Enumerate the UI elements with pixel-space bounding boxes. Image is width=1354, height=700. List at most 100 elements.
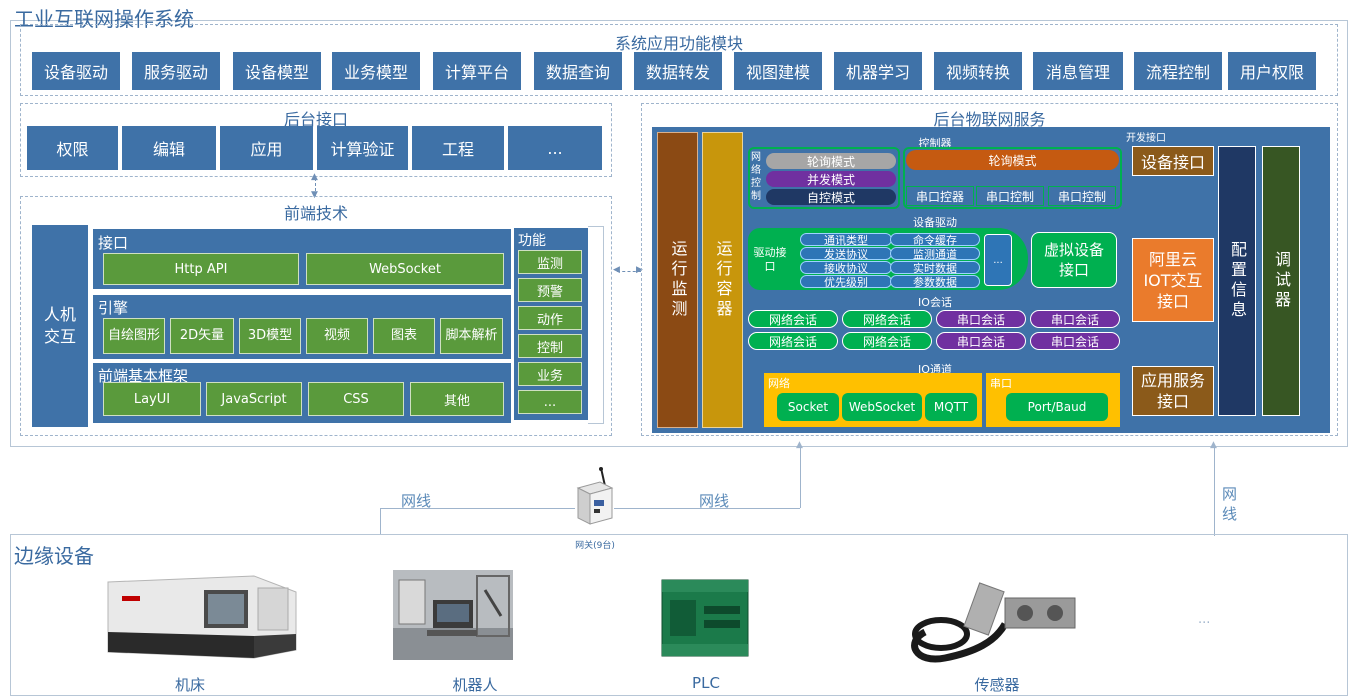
- function-item: 控制: [518, 334, 582, 358]
- device-driver-title: 设备驱动: [913, 216, 957, 229]
- run-monitor-block: 运行监测: [657, 132, 698, 428]
- framework-item: CSS: [308, 382, 404, 416]
- serial-control-box: 串口控制: [1048, 186, 1116, 206]
- serial-control-group: [903, 147, 1122, 209]
- wire-mid-arrow-icon: ▲: [796, 440, 803, 450]
- wire-mid-vertical: [800, 446, 801, 508]
- engine-item: 脚本解析: [440, 318, 503, 354]
- edge-frame: [10, 534, 1348, 696]
- wire-mid-label: 网线: [699, 492, 730, 510]
- wire-right-arrow-icon: ▲: [1210, 440, 1217, 450]
- session-pill: 串口会话: [1030, 332, 1120, 350]
- session-pill: 串口会话: [936, 310, 1026, 328]
- driver-item-left: 优先级别: [800, 275, 892, 289]
- session-pill: 网络会话: [842, 332, 932, 350]
- device-label-plc: PLC: [692, 674, 720, 692]
- session-pill: 网络会话: [748, 332, 838, 350]
- connector-arrow-up-icon: ▲: [311, 172, 318, 182]
- engine-item: 3D模型: [239, 318, 301, 354]
- app-module-box: 视图建模: [734, 52, 822, 90]
- backend-interface-item: 工程: [412, 126, 504, 170]
- backend-interface-frame: [20, 103, 612, 177]
- io-channel-title: IO通道: [918, 363, 952, 376]
- app-module-box: 数据转发: [634, 52, 722, 90]
- vertical-connector: [315, 178, 316, 196]
- hci-block: 人机交互: [32, 225, 88, 427]
- connector-arrow-down-icon: ▼: [311, 190, 318, 200]
- app-modules-title: 系统应用功能模块: [614, 34, 743, 53]
- app-module-box: 用户权限: [1228, 52, 1316, 90]
- driver-interface-label: 驱动接口: [753, 246, 787, 273]
- config-info-block: 配置信息: [1218, 146, 1256, 416]
- function-item: 业务: [518, 362, 582, 386]
- framework-item: JavaScript: [206, 382, 302, 416]
- driver-item-right: 参数数据: [890, 275, 980, 289]
- debugger-block: 调试器: [1262, 146, 1300, 416]
- driver-item-right: 命令缓存: [890, 233, 980, 247]
- function-item: 动作: [518, 306, 582, 330]
- http-api-box: Http API: [103, 253, 299, 285]
- function-title: 功能: [518, 233, 546, 249]
- interface-title: 接口: [98, 234, 129, 252]
- net-channel-label: 网络: [768, 377, 790, 390]
- network-control-label: 网络控制: [751, 152, 761, 202]
- driver-item-right: 实时数据: [890, 261, 980, 275]
- frontend-title: 前端技术: [283, 204, 348, 223]
- run-container-block: 运行容器: [702, 132, 743, 428]
- io-session-title: IO会话: [918, 296, 952, 309]
- wire-right-vertical: [1214, 446, 1215, 536]
- app-modules-frame: [20, 24, 1338, 96]
- driver-item-left: 通讯类型: [800, 233, 892, 247]
- function-item: 预警: [518, 278, 582, 302]
- app-module-box: 数据查询: [534, 52, 622, 90]
- mode-concurrent-pill: 并发模式: [766, 171, 896, 187]
- system-title: 工业互联网操作系统: [14, 7, 194, 31]
- engine-title: 引擎: [98, 299, 129, 317]
- session-pill: 网络会话: [842, 310, 932, 328]
- net-channel-item: Socket: [777, 393, 839, 421]
- driver-item-left: 接收协议: [800, 261, 892, 275]
- connector-arrow-left-icon: ◀: [613, 265, 620, 275]
- port-baud-box: Port/Baud: [1006, 393, 1108, 421]
- gateway-device-image: [570, 466, 620, 532]
- backend-interface-item: 计算验证: [317, 126, 408, 170]
- app-module-box: 消息管理: [1033, 52, 1123, 90]
- horizontal-connector: [617, 271, 641, 272]
- websocket-box: WebSocket: [306, 253, 504, 285]
- framework-item: 其他: [410, 382, 504, 416]
- driver-item-right: 监测通道: [890, 247, 980, 261]
- run-monitor-label: 运行监测: [668, 240, 688, 320]
- iot-title: 后台物联网服务: [933, 110, 1046, 129]
- dev-interface-title: 开发接口: [1126, 133, 1166, 144]
- driver-more-box: ...: [984, 234, 1012, 286]
- app-module-box: 计算平台: [433, 52, 521, 90]
- controller-title: 控制器: [918, 137, 952, 150]
- gateway-caption: 网关(9台): [575, 541, 615, 551]
- aliyun-iot-box: 阿里云IOT交互接口: [1132, 238, 1214, 322]
- function-item: ...: [518, 390, 582, 414]
- engine-item: 视频: [306, 318, 368, 354]
- network-control-group: [748, 147, 900, 209]
- robot-image: [393, 570, 513, 660]
- session-pill: 网络会话: [748, 310, 838, 328]
- net-channel-item: WebSocket: [842, 393, 922, 421]
- app-module-box: 视频转换: [934, 52, 1022, 90]
- backend-interface-title: 后台接口: [283, 110, 348, 129]
- wire-left-vertical: [380, 508, 381, 534]
- function-item: 监测: [518, 250, 582, 274]
- wire-left-horizontal: [380, 508, 575, 509]
- frontend-frame: [20, 196, 612, 436]
- edge-more-label: ...: [1198, 612, 1211, 627]
- app-module-box: 服务驱动: [132, 52, 220, 90]
- driver-item-left: 发送协议: [800, 247, 892, 261]
- app-module-box: 设备模型: [233, 52, 321, 90]
- mode-auto-pill: 自控模式: [766, 189, 896, 205]
- edge-title: 边缘设备: [14, 544, 94, 568]
- net-channel-item: MQTT: [925, 393, 977, 421]
- framework-item: LayUI: [103, 382, 201, 416]
- device-label-sensor: 传感器: [974, 676, 1020, 694]
- mode-polling-pill: 轮询模式: [766, 153, 896, 169]
- machine-tool-image: [104, 572, 300, 660]
- serial-polling-pill: 轮询模式: [906, 150, 1119, 170]
- engine-item: 2D矢量: [170, 318, 234, 354]
